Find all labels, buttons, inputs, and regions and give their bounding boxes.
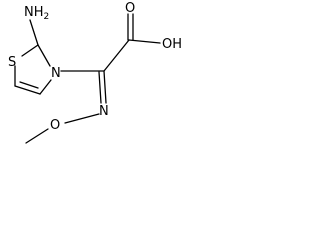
- bond-oxygen-methyl: [25, 128, 49, 144]
- molecule-structure-diagram: NH2 S N OH O N O: [8, 1, 182, 144]
- atom-labels: NH2 S N OH O N O: [8, 1, 182, 133]
- bond-oxime-nitrogen-oxygen: [64, 113, 100, 124]
- hydroxyl-label: OH: [162, 37, 182, 52]
- ether-oxygen-label: O: [50, 118, 60, 133]
- bonds: [14, 13, 161, 144]
- bond-carboxyl-hydroxyl: [128, 39, 161, 44]
- bond-alpha-carboxyl-carbon: [103, 39, 130, 72]
- bond-c5-c4: [14, 85, 41, 95]
- bond-c2-sulfur: [21, 44, 39, 57]
- bond-ring-nitrogen-c2: [37, 44, 51, 67]
- bond-c5-c4-inner: [19, 81, 39, 89]
- bond-oxime-double-inner: [98, 71, 102, 104]
- ring-nitrogen-label: N: [51, 66, 61, 81]
- bond-oxime-double: [103, 70, 107, 104]
- bond-amine-c2: [29, 19, 39, 46]
- bond-c4-ring-nitrogen: [39, 79, 52, 95]
- amine-label: NH2: [24, 5, 49, 22]
- oxime-nitrogen-label: N: [99, 104, 109, 119]
- sulfur-label: S: [8, 55, 16, 70]
- carbonyl-oxygen-label: O: [125, 1, 135, 16]
